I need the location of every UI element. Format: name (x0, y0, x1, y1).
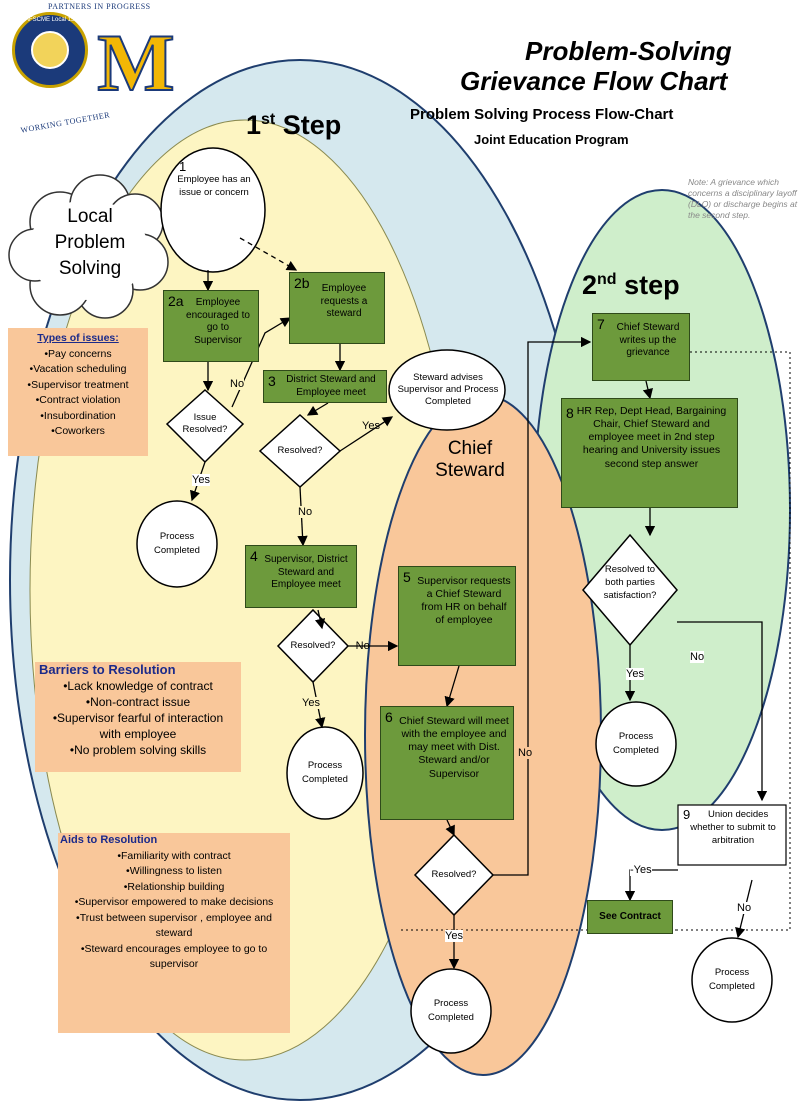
aids-panel: Aids to Resolution •Familiarity with con… (58, 833, 290, 1033)
second-step-note: Note: A grievance which concerns a disci… (688, 177, 798, 220)
label-no-both: No (690, 651, 705, 663)
first-step-label: 1st Step (246, 110, 342, 140)
node-1-number: 1 (179, 159, 187, 174)
resolved-text-3: Resolved? (277, 445, 323, 456)
process-completed-circle-4 (595, 701, 677, 787)
process-completed-circle-5 (691, 937, 773, 1023)
aids-heading: Aids to Resolution (60, 834, 158, 846)
label-yes-both: Yes (626, 668, 644, 680)
program-label: Joint Education Program (474, 132, 629, 147)
barriers-panel: Barriers to Resolution •Lack knowledge o… (35, 662, 241, 772)
second-step-label: 2nd step (582, 270, 680, 300)
subtitle: Problem Solving Process Flow-Chart (410, 106, 674, 123)
process-completed-text-1: Process Completed (154, 531, 200, 556)
node-1-text: 1 Employee has an issue or concern (175, 160, 253, 199)
label-no-3: No (298, 506, 313, 518)
label-yes-3: Yes (362, 420, 380, 432)
process-completed-text-4: Process Completed (613, 731, 659, 756)
label-no-2a: No (230, 378, 245, 390)
types-item: •Supervisor treatment (27, 378, 129, 391)
seal-center-text: AFSCME Local 1583 (24, 17, 82, 23)
types-item: •Contract violation (35, 394, 121, 406)
aids-item: •Supervisor empowered to make decisions (74, 896, 274, 908)
node-1-circle (160, 147, 266, 273)
steward-advises-text: Steward advises Supervisor and Process C… (397, 372, 499, 407)
process-completed-circle-1 (136, 500, 218, 588)
label-yes-4: Yes (302, 697, 320, 709)
label-no-union: No (737, 902, 752, 914)
barriers-item: •Lack knowledge of contract (63, 679, 213, 693)
types-item: •Vacation scheduling (29, 363, 127, 375)
label-no-4: -No (352, 640, 370, 652)
label-yes-union: -Yes (630, 864, 652, 876)
resolved-text-4: Resolved? (290, 640, 336, 651)
aids-item: •Steward encourages employee to go to su… (80, 942, 268, 971)
process-completed-text-5: Process Completed (709, 967, 755, 992)
aids-item: •Willingness to listen (126, 865, 222, 877)
aids-item: •Familiarity with contract (117, 849, 231, 862)
michigan-m-logo: M (96, 17, 175, 108)
steward-advises-circle (388, 349, 506, 431)
dotted-connector (400, 351, 791, 931)
label-yes-6: Yes (445, 930, 463, 942)
afscme-seal-logo: AFSCME Local 1583 (12, 12, 88, 88)
barriers-heading: Barriers to Resolution (39, 662, 176, 677)
issue-resolved-text: Issue Resolved? (182, 412, 228, 435)
types-heading: Types of issues: (37, 332, 119, 344)
aids-item: •Trust between supervisor , employee and… (76, 911, 272, 940)
resolved-text-6: Resolved? (431, 869, 477, 880)
local-problem-cloud (8, 174, 169, 319)
aids-item: •Relationship building (123, 880, 225, 893)
see-contract-box: See Contract (587, 900, 673, 934)
process-completed-text-2: Process Completed (302, 760, 348, 785)
types-item: •Coworkers (51, 425, 105, 437)
title-line-1: Problem-Solving (525, 36, 732, 66)
node-9-box (677, 804, 787, 866)
label-yes-issue: Yes (192, 474, 210, 486)
label-no-6: No (518, 747, 533, 759)
resolved-both-text: Resolved to both parties satisfaction? (603, 564, 657, 601)
types-of-issues-panel: Types of issues: •Pay concerns •Vacation… (8, 328, 148, 456)
barriers-item: •Supervisor fearful of interaction with … (52, 711, 224, 741)
process-completed-text-3: Process Completed (428, 998, 474, 1023)
types-item: •Insubordination (40, 409, 116, 422)
seal-top-text: PARTNERS IN PROGRESS (48, 2, 151, 11)
barriers-item: •Non-contract issue (85, 695, 191, 709)
seal-inner-ring (31, 31, 69, 69)
title-line-2: Grievance Flow Chart (460, 66, 728, 96)
types-item: •Pay concerns (44, 347, 112, 360)
barriers-item: •No problem solving skills (69, 743, 207, 757)
